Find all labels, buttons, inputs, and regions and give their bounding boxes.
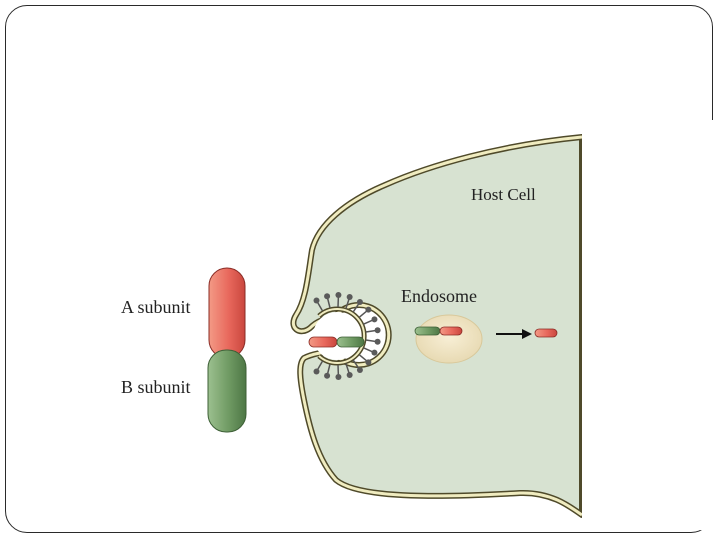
clathrin-head <box>356 299 363 306</box>
clathrin-head <box>324 372 331 379</box>
clathrin-coat <box>313 292 381 380</box>
coated-vesicle <box>313 292 381 380</box>
clathrin-head <box>374 327 381 334</box>
vesicle-toxin <box>308 336 365 348</box>
clathrin-head <box>335 373 342 380</box>
clathrin-head <box>346 371 353 378</box>
a-subunit-label: A subunit <box>121 297 191 317</box>
clathrin-head <box>371 349 378 356</box>
clathrin-head <box>371 316 378 323</box>
clathrin-head <box>335 292 342 299</box>
host-cell-label: Host Cell <box>471 185 536 204</box>
clathrin-head <box>346 294 353 301</box>
toxin-ab <box>207 267 247 433</box>
b-subunit-label: B subunit <box>121 377 191 397</box>
clathrin-head <box>356 366 363 373</box>
release-arrow <box>496 329 532 339</box>
clathrin-head <box>313 297 320 304</box>
clathrin-head <box>365 359 372 366</box>
clathrin-head <box>374 338 381 345</box>
endosome <box>414 314 483 364</box>
clathrin-head <box>324 293 331 300</box>
released-a-subunit <box>534 328 558 338</box>
clathrin-head <box>365 306 372 313</box>
a-subunit-shape <box>208 267 246 359</box>
clathrin-head <box>313 368 320 375</box>
b-subunit-shape <box>207 349 247 433</box>
endosome-label: Endosome <box>401 286 477 306</box>
